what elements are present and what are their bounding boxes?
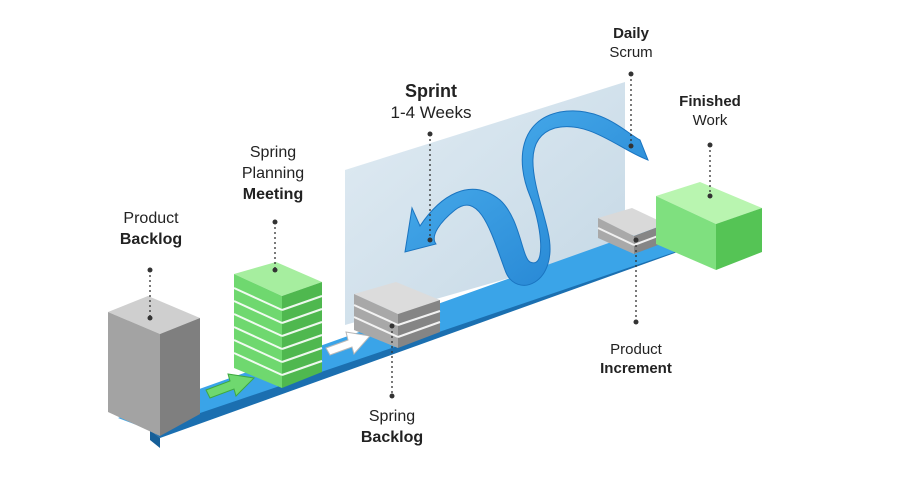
label-daily-scrum-line1: Daily [613, 25, 649, 42]
label-sprint-backlog: Spring Backlog [337, 406, 447, 448]
planning-stack [233, 262, 323, 388]
finished-work-block [656, 182, 762, 270]
label-daily-scrum: Daily Scrum [586, 24, 676, 62]
leader-dots [147, 71, 713, 399]
label-product-backlog: Product Backlog [96, 208, 206, 250]
sprint-backlog-stack [353, 282, 441, 348]
label-planning-meeting: Spring Planning Meeting [218, 142, 328, 205]
label-daily-scrum-line2: Scrum [609, 44, 653, 61]
label-sprint-line1: Sprint [405, 81, 457, 101]
label-finished-work-line1: Finished [679, 93, 741, 110]
label-planning-line2: Planning [241, 165, 305, 182]
label-product-increment-line2: Increment [600, 360, 672, 377]
label-sprint: Sprint 1-4 Weeks [376, 80, 486, 124]
label-finished-work-line2: Work [692, 112, 728, 129]
sprint-cycle-arrow [404, 110, 649, 286]
label-product-backlog-line2: Backlog [119, 231, 183, 248]
label-product-increment: Product Increment [586, 340, 686, 378]
leader-lines [149, 74, 711, 396]
label-finished-work: Finished Work [662, 92, 758, 130]
white-arrow-icon [325, 331, 371, 356]
label-sprint-backlog-line2: Backlog [360, 429, 424, 446]
product-backlog-block [108, 296, 200, 436]
label-product-increment-line1: Product [610, 341, 662, 358]
label-planning-line3: Meeting [242, 186, 304, 203]
label-sprint-line2: 1-4 Weeks [390, 103, 472, 122]
label-sprint-backlog-line1: Spring [368, 408, 416, 425]
label-product-backlog-line1: Product [123, 210, 179, 227]
label-planning-line1: Spring [249, 144, 297, 161]
green-arrow-icon [205, 373, 256, 399]
